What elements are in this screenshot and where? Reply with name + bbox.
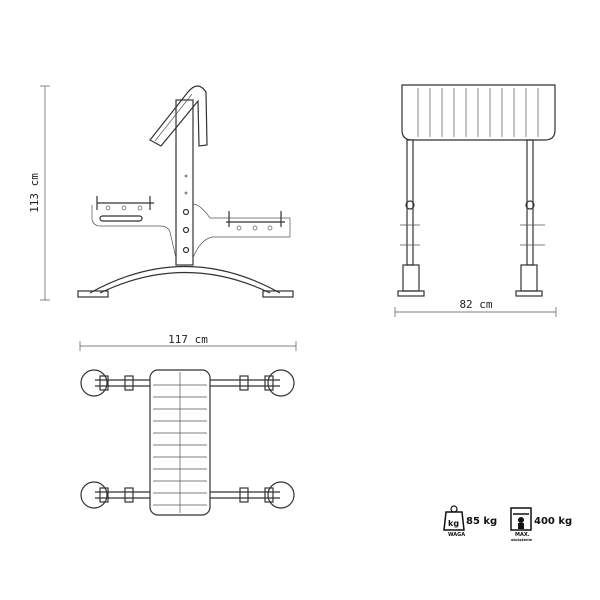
length-label: 117 cm — [168, 333, 208, 346]
width-label: 82 cm — [459, 298, 492, 311]
upright-column — [175, 99, 194, 266]
foot-plate — [77, 290, 109, 298]
svg-text:MAX.: MAX. — [515, 532, 530, 538]
max-load-spec: MAX. obciążenie 400 kg — [510, 507, 572, 542]
height-label: 113 cm — [28, 173, 41, 213]
weight-value: 85 kg — [466, 516, 497, 527]
max-load-value: 400 kg — [534, 516, 572, 527]
seat-pad-front — [401, 84, 556, 141]
svg-text:WAGA: WAGA — [448, 532, 465, 538]
top-view: 117 cm — [79, 333, 297, 516]
foot-plate — [262, 290, 294, 298]
weight-icon — [443, 511, 465, 531]
front-view: 82 cm — [394, 84, 557, 317]
front-foot-roller — [96, 196, 154, 222]
svg-text:kg: kg — [448, 519, 459, 528]
max-load-icon — [510, 507, 532, 531]
weight-spec: kg WAGA 85 kg — [443, 505, 497, 538]
seat-pad — [149, 85, 208, 147]
base-arc — [89, 266, 281, 294]
side-view: 113 cm — [28, 85, 294, 301]
rear-foot-roller — [226, 211, 285, 231]
svg-text:obciążenie: obciążenie — [511, 538, 533, 542]
